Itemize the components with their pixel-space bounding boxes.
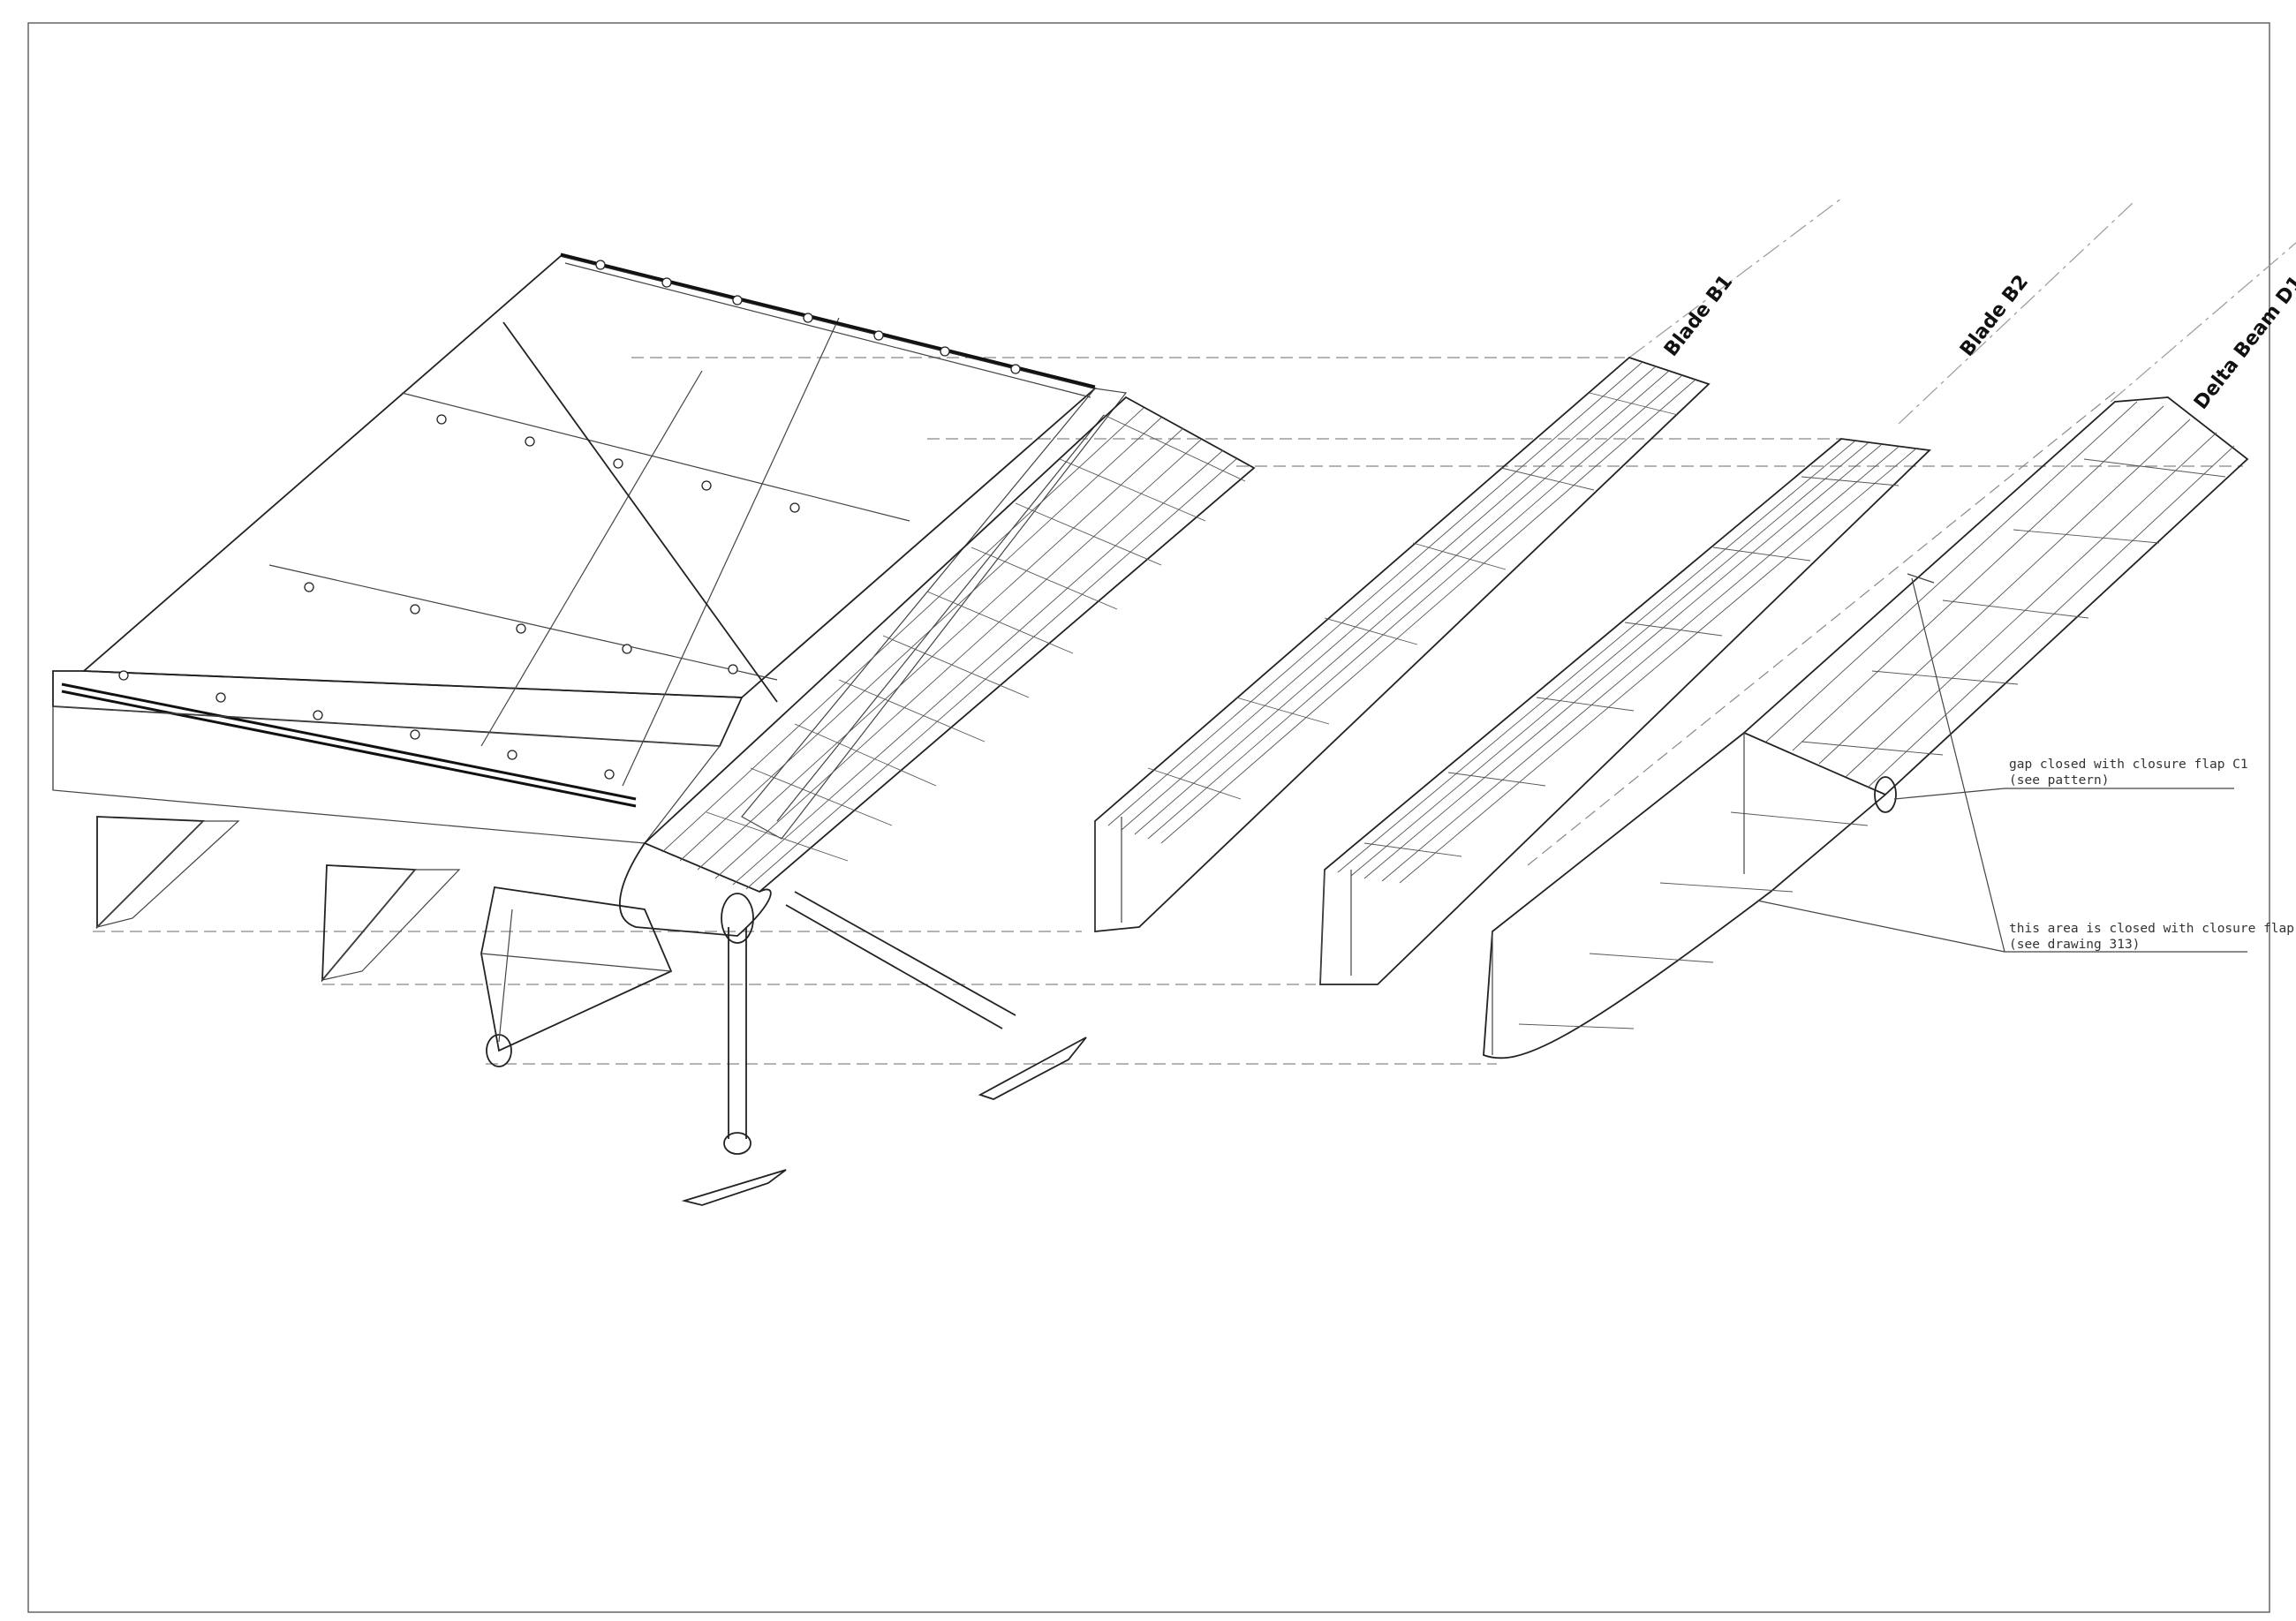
label-blade-b1: Blade B1 [1660, 271, 1737, 361]
blade-b2 [1319, 438, 1931, 985]
label-delta-beam-d1: Delta Beam D1 [2190, 272, 2296, 414]
note-gap-line2: (see pattern) [2009, 773, 2110, 788]
note-gap-line1: gap closed with closure flap C1 [2009, 758, 2248, 772]
support-brackets [95, 816, 461, 983]
annotation-leaders [1756, 577, 2247, 953]
blade-b1 [1094, 356, 1711, 932]
sheet-border [27, 22, 2270, 1613]
wing-assembly [52, 253, 1256, 1206]
note-area-line1: this area is closed with closure flap [2009, 922, 2294, 936]
struts [681, 891, 1087, 1206]
flap-mesh [486, 396, 1256, 1067]
delta-beam-d1 [1483, 388, 2249, 1059]
label-blade-b2: Blade B2 [1956, 271, 2033, 361]
note-area-line2: (see drawing 313) [2009, 938, 2140, 952]
projection-lines [93, 198, 2296, 1065]
bolt-row [118, 260, 1021, 780]
